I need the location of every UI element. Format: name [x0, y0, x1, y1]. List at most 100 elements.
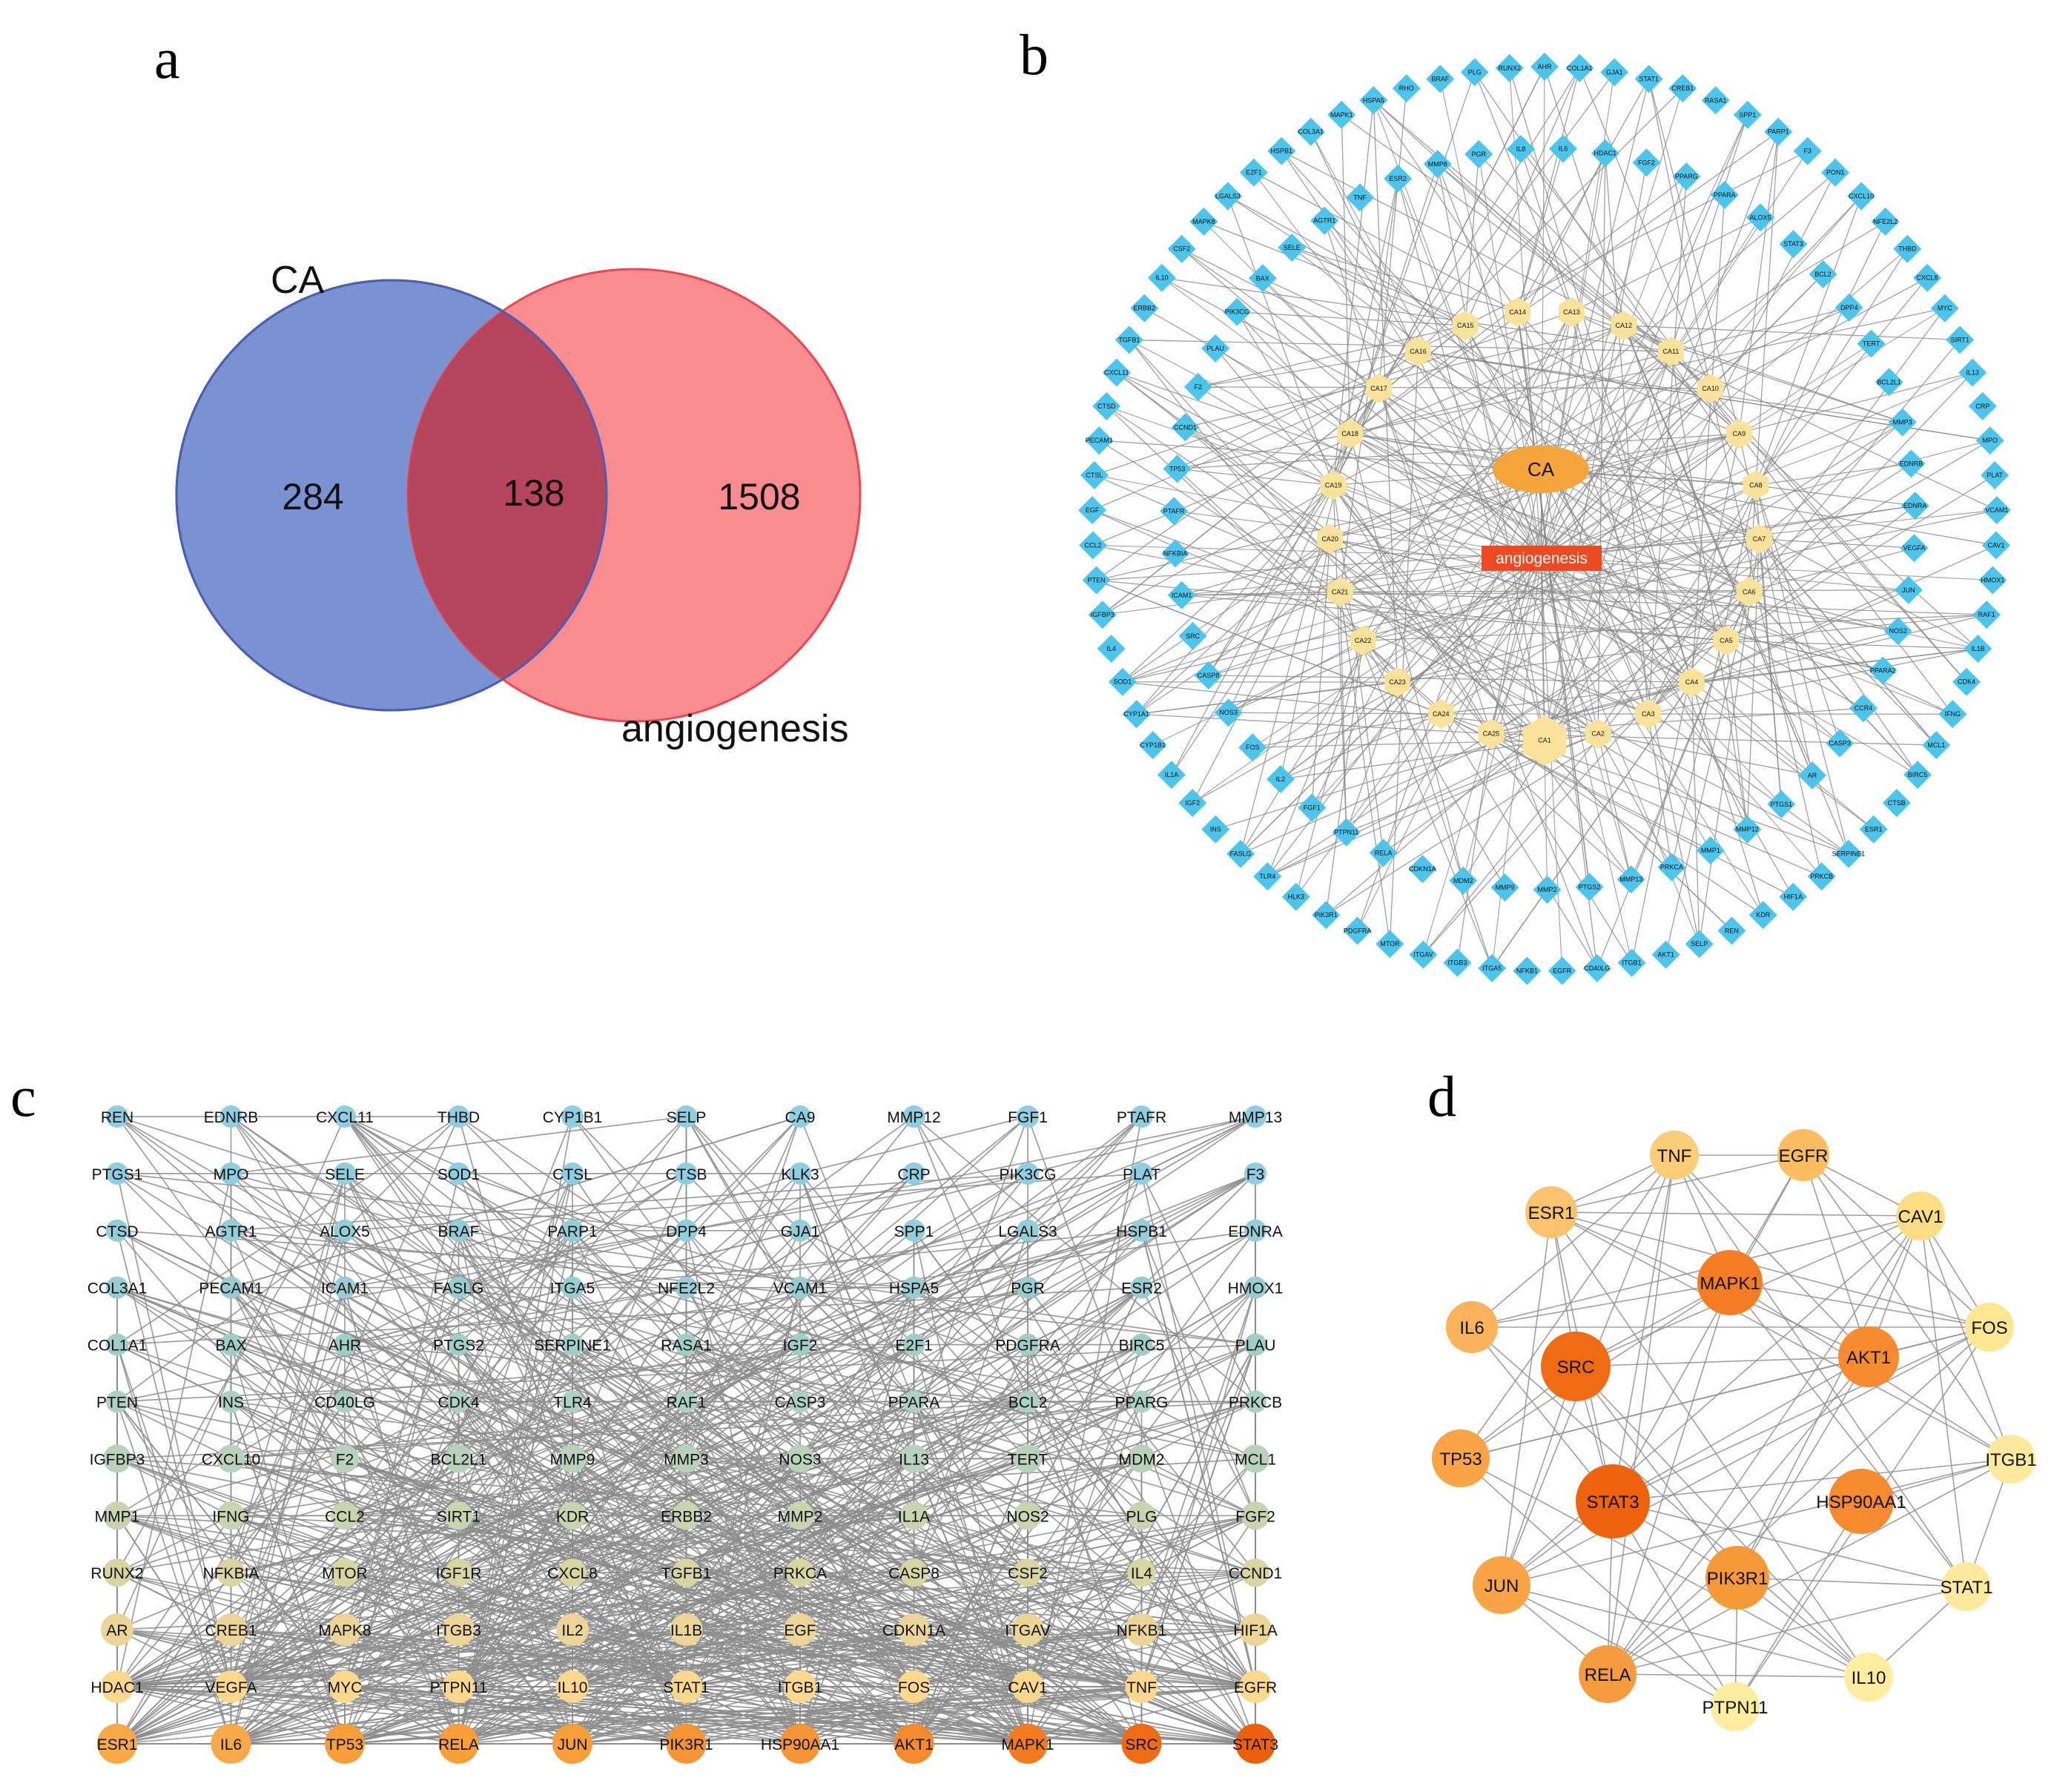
node-circle: [1008, 1723, 1048, 1764]
edge: [799, 1458, 1142, 1574]
edge: [1094, 475, 1542, 558]
target-node-plg: PLG: [1460, 58, 1489, 87]
node-circle: [1014, 1444, 1042, 1473]
edge: [230, 1116, 687, 1745]
edge: [1691, 682, 1700, 945]
target-node-label: RUNX2: [1498, 65, 1521, 72]
node-label: BAX: [215, 1338, 246, 1355]
target-node-label: CXCL8: [1917, 274, 1938, 282]
target-node-ctsd: CTSD: [1092, 391, 1121, 420]
edge: [1464, 67, 1580, 326]
target-node-il4: IL4: [1097, 634, 1126, 663]
compound-node-ca11: CA11: [1658, 337, 1684, 367]
edge: [1540, 557, 1909, 591]
node-label: CASP8: [888, 1565, 940, 1582]
node-nos3: NOS3: [779, 1444, 822, 1473]
node-circle: [438, 1723, 479, 1764]
node-label: IL6: [220, 1736, 242, 1753]
target-node-shape: [1408, 855, 1437, 884]
edge: [1440, 469, 1542, 715]
target-node-pgr: PGR: [1464, 139, 1493, 168]
target-node-shape: [1847, 182, 1876, 211]
edge: [1540, 557, 1883, 672]
edge: [1340, 589, 1909, 592]
target-node-shape: [1897, 449, 1926, 478]
node-pdgfra: PDGFRA: [995, 1333, 1060, 1356]
target-node-vcam1: VCAM1: [1982, 496, 2011, 525]
edge: [1227, 195, 1466, 326]
compound-node-label: CA23: [1389, 678, 1406, 686]
hub-node-rela: RELA: [1579, 1645, 1637, 1703]
target-node-hif1a: HIF1A: [1779, 882, 1808, 911]
target-node-label: CXCL10: [1849, 193, 1874, 200]
compound-node-shape: [1697, 373, 1723, 403]
edge: [1092, 388, 1379, 511]
target-node-shape: [1163, 454, 1192, 483]
node-label: PDGFRA: [995, 1338, 1060, 1355]
target-node-label: MMP12: [1736, 826, 1759, 833]
node-pparg: PPARG: [1115, 1390, 1168, 1413]
target-node-cxcl8: CXCL8: [1913, 263, 1942, 292]
edge: [1729, 1282, 1990, 1328]
node-circle: [334, 1276, 356, 1299]
node-pten: PTEN: [96, 1390, 138, 1413]
node-label: EDNRA: [1228, 1223, 1283, 1240]
target-node-il6: IL6: [1548, 134, 1577, 163]
compound-node-ca23: CA23: [1384, 667, 1410, 698]
target-node-sirt1: SIRT1: [1946, 325, 1975, 354]
compound-node-shape: [1350, 626, 1376, 656]
target-node-mtor: MTOR: [1376, 930, 1404, 959]
node-circle: [899, 1558, 928, 1587]
node-label: SIRT1: [437, 1508, 481, 1525]
edge: [1501, 1458, 2012, 1586]
edge: [686, 1458, 1142, 1745]
node-spp1: SPP1: [894, 1219, 934, 1242]
edge: [1341, 114, 1351, 434]
node-circle: [1241, 1501, 1269, 1530]
edge: [116, 1686, 687, 1745]
compound-node-ca5: CA5: [1713, 626, 1740, 656]
target-node-label: CDKN1A: [1409, 865, 1436, 873]
edge: [1709, 388, 1967, 683]
edge: [1350, 433, 1953, 715]
target-node-shape: [1835, 293, 1863, 322]
target-node-label: MMP2: [1538, 886, 1557, 893]
target-node-label: PTAFR: [1163, 507, 1185, 515]
edge: [116, 1401, 1028, 1574]
hub-node-itgb1: ITGB1: [1985, 1435, 2037, 1484]
target-node-shape: [1975, 426, 2004, 455]
target-node-shape: [1097, 634, 1126, 663]
edge: [116, 1286, 687, 1460]
node-label: FGF1: [1008, 1109, 1048, 1126]
node-circle: [444, 1444, 473, 1473]
target-node-shape: [1102, 358, 1131, 387]
target-node-label: TNF: [1353, 194, 1367, 201]
target-node-label: CTSB: [1888, 799, 1906, 807]
target-node-label: NOS2: [1889, 627, 1907, 635]
compound-node-ca2: CA2: [1585, 718, 1611, 749]
node-cxcl11: CXCL11: [316, 1105, 374, 1128]
target-node-label: CASP8: [1198, 672, 1220, 679]
edge: [1339, 592, 1493, 969]
target-node-ren: REN: [1717, 916, 1746, 945]
node-icam1: ICAM1: [321, 1276, 369, 1299]
node-circle: [101, 1613, 133, 1647]
edge: [1544, 114, 1748, 741]
edge: [1737, 1215, 1921, 1578]
node-ptgs1: PTGS1: [92, 1162, 142, 1185]
target-node-ednra: EDNRA: [1901, 492, 1929, 520]
target-node-label: PLAU: [1206, 345, 1224, 352]
target-node-label: SOD1: [1114, 678, 1132, 686]
target-node-label: PPARA2: [1870, 667, 1896, 674]
target-node-serpine1: SERPINE1: [1832, 839, 1865, 868]
edge: [1540, 557, 1953, 715]
node-label: CYP1B1: [543, 1109, 603, 1126]
node-raf1: RAF1: [667, 1390, 706, 1413]
node-label: SRC: [1125, 1736, 1158, 1753]
edge: [1471, 1215, 1921, 1328]
edge: [1236, 311, 1492, 734]
target-node-label: MMP1: [1701, 847, 1720, 854]
node-label: AHR: [328, 1338, 361, 1355]
edge: [1540, 557, 1711, 851]
edge: [116, 1572, 231, 1630]
